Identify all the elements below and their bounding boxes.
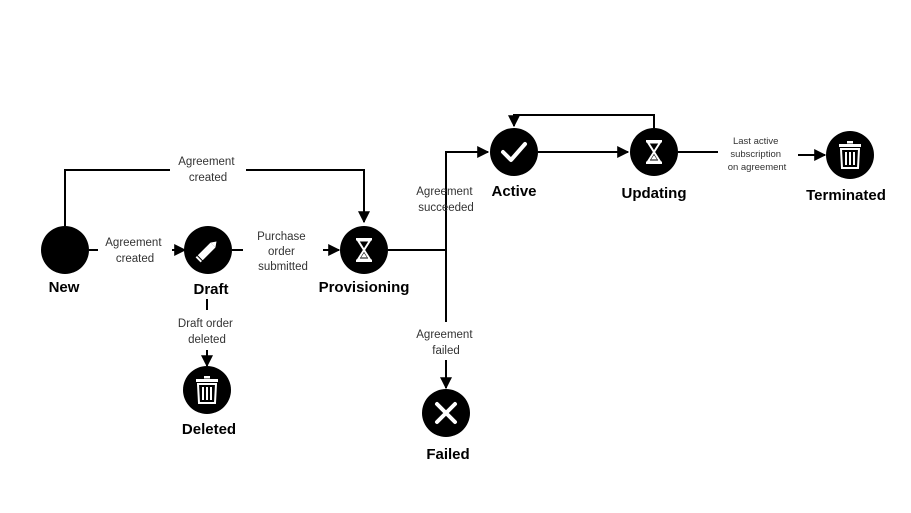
node-label-terminated: Terminated bbox=[806, 187, 886, 204]
close-icon bbox=[435, 402, 457, 424]
edge-provisioning-to-active bbox=[445, 146, 490, 250]
edge-label-provisioning-to-failed: Agreement failed bbox=[416, 329, 475, 357]
edge-label-draft-to-provisioning: Purchase order submitted bbox=[257, 231, 309, 273]
node-label-new: New bbox=[49, 279, 80, 296]
node-label-draft: Draft bbox=[193, 281, 228, 298]
hourglass-icon bbox=[646, 140, 662, 164]
state-circle-active bbox=[490, 128, 538, 176]
edge-label-updating-to-terminated: Last active subscription on agreement bbox=[728, 136, 787, 173]
node-terminated: Terminated bbox=[806, 131, 886, 204]
edge-label-new-to-provisioning: Agreement created bbox=[178, 156, 237, 184]
hourglass-icon bbox=[356, 238, 372, 262]
edge-label-provisioning-to-active: Agreement succeeded bbox=[416, 186, 475, 214]
edge-label-new-to-draft: Agreement created bbox=[105, 237, 164, 265]
state-circle-new bbox=[41, 226, 89, 274]
node-provisioning: Provisioning bbox=[319, 226, 410, 296]
node-deleted: Deleted bbox=[182, 366, 236, 438]
node-label-updating: Updating bbox=[622, 185, 687, 202]
node-label-provisioning: Provisioning bbox=[319, 279, 410, 296]
pencil-icon bbox=[195, 241, 217, 263]
node-updating: Updating bbox=[622, 128, 687, 202]
edge-new-to-provisioning bbox=[64, 169, 364, 226]
node-active: Active bbox=[490, 128, 538, 200]
node-failed: Failed bbox=[422, 389, 470, 463]
node-new: New bbox=[41, 226, 89, 296]
check-icon bbox=[501, 142, 527, 162]
node-draft: Draft bbox=[184, 226, 232, 298]
node-label-deleted: Deleted bbox=[182, 421, 236, 438]
trash-icon bbox=[196, 376, 218, 404]
trash-icon bbox=[839, 141, 861, 169]
node-label-failed: Failed bbox=[426, 446, 469, 463]
node-label-active: Active bbox=[491, 183, 536, 200]
edge-label-draft-to-deleted: Draft order deleted bbox=[178, 318, 236, 346]
edge-updating-to-active bbox=[508, 114, 655, 128]
